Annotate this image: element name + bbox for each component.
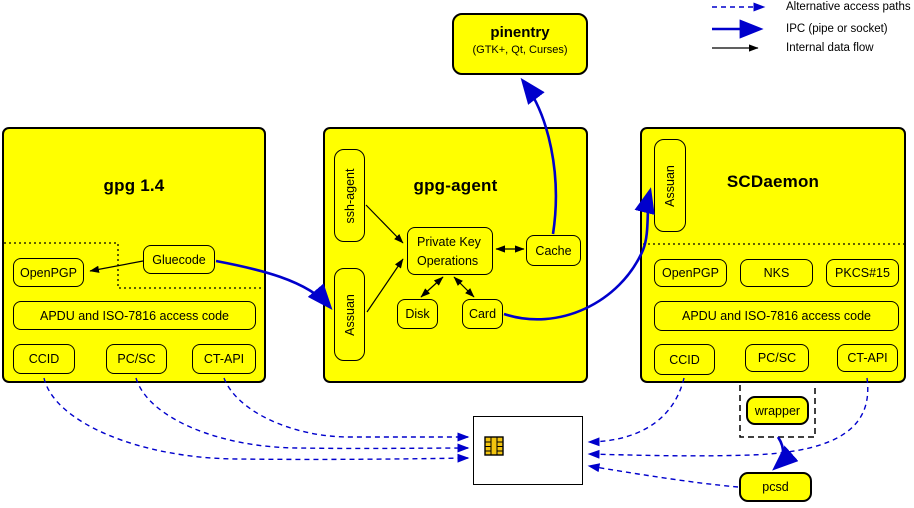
alt-scdaemon-ctapi-to-card xyxy=(587,377,869,459)
private-key-operations-box: Private Key Operations xyxy=(407,227,493,275)
wrapper-box: wrapper xyxy=(746,396,809,425)
legend-alternative-access-label: Alternative access paths xyxy=(786,1,911,13)
ssh-agent-label: ssh-agent xyxy=(342,168,357,223)
gpg-agent-ssh-agent-box: ssh-agent xyxy=(334,149,365,242)
alt-gpg14-pcsc-to-card xyxy=(135,377,470,453)
legend-ipc-label: IPC (pipe or socket) xyxy=(786,23,888,35)
scdaemon-apdu-box: APDU and ISO-7816 access code xyxy=(654,301,899,331)
gpg14-gluecode-box: Gluecode xyxy=(143,245,215,274)
pinentry-title: pinentry xyxy=(490,24,550,41)
scdaemon-assuan-box: Assuan xyxy=(654,139,686,232)
gpg14-ctapi-box: CT-API xyxy=(192,344,256,374)
smartcard xyxy=(473,416,583,485)
alt-gpg14-ctapi-to-card xyxy=(223,377,470,442)
cache-box: Cache xyxy=(526,235,581,266)
assuan-label: Assuan xyxy=(342,293,357,336)
scdaemon-pcsc-box: PC/SC xyxy=(745,344,809,372)
gpg14-apdu-box: APDU and ISO-7816 access code xyxy=(13,301,256,330)
pko-line1: Private Key xyxy=(417,234,481,249)
scdaemon-title: SCDaemon xyxy=(726,172,820,191)
scdaemon-ctapi-box: CT-API xyxy=(837,344,898,372)
ipc-wrapper-to-pcsd xyxy=(772,436,799,471)
pinentry-subtitle: (GTK+, Qt, Curses) xyxy=(472,44,568,56)
scdaemon-assuan-label: Assuan xyxy=(663,164,677,207)
alt-pcsd-to-card xyxy=(587,463,739,488)
gpg14-ccid-box: CCID xyxy=(13,344,75,374)
gpg14-title: gpg 1.4 xyxy=(103,176,165,195)
scdaemon-openpgp-box: OpenPGP xyxy=(654,259,727,287)
gpg14-openpgp-box: OpenPGP xyxy=(13,258,84,287)
card-box: Card xyxy=(462,299,503,329)
scdaemon-nks-box: NKS xyxy=(740,259,813,287)
pinentry-box: pinentry (GTK+, Qt, Curses) xyxy=(452,13,588,75)
scdaemon-ccid-box: CCID xyxy=(654,344,715,375)
disk-box: Disk xyxy=(397,299,438,329)
pcsd-box: pcsd xyxy=(739,472,812,502)
alt-scdaemon-ccid-to-card xyxy=(587,377,685,447)
gpg14-pcsc-box: PC/SC xyxy=(106,344,167,374)
legend-internal-flow-label: Internal data flow xyxy=(786,42,874,54)
gpg-agent-title: gpg-agent xyxy=(413,176,498,195)
pko-line2: Operations xyxy=(417,253,479,268)
scdaemon-component-box xyxy=(640,127,906,383)
gpg-agent-assuan-box: Assuan xyxy=(334,268,365,361)
scdaemon-pkcs15-box: PKCS#15 xyxy=(826,259,899,287)
alt-gpg14-ccid-to-card xyxy=(43,377,470,463)
